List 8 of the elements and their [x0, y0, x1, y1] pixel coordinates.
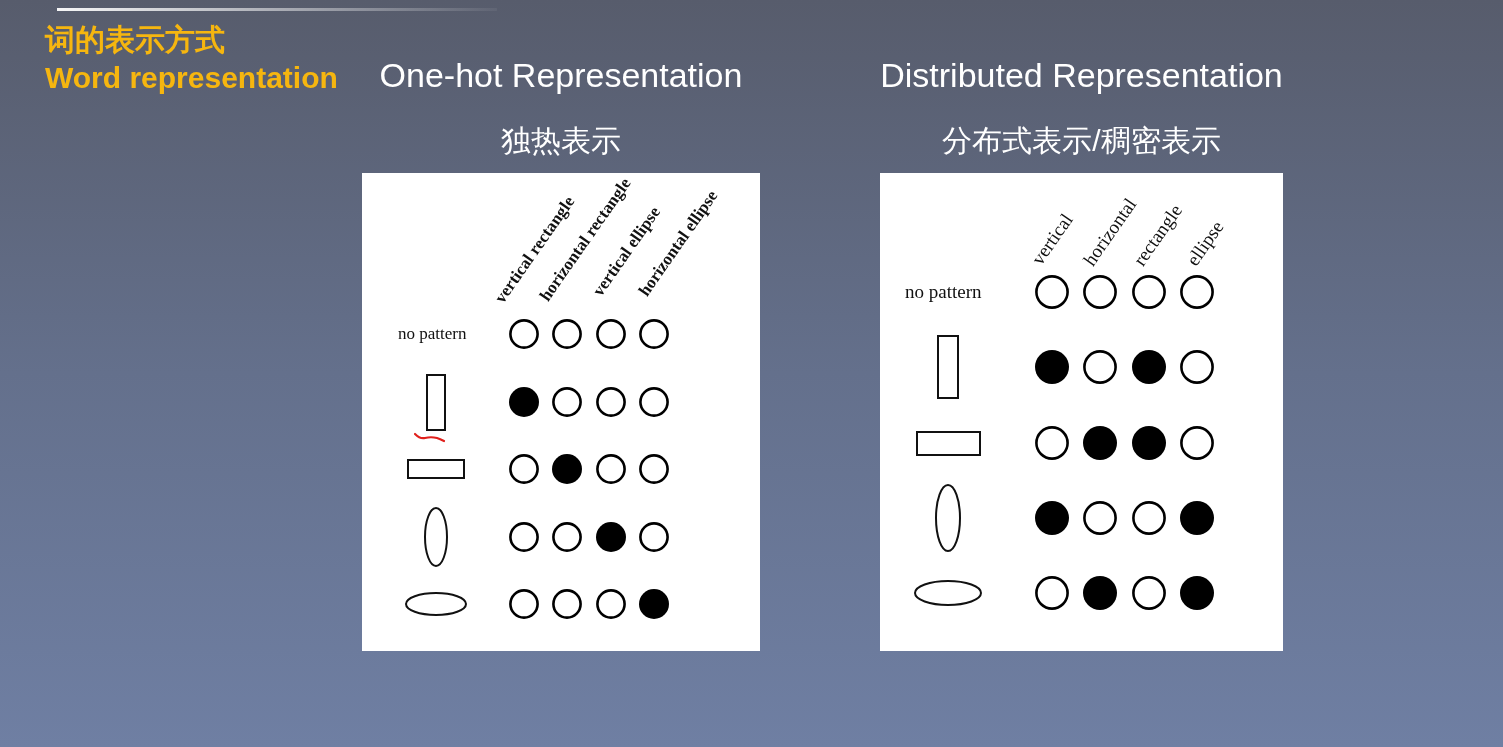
- panel-subheading: 分布式表示/稠密表示: [942, 123, 1221, 158]
- panel-heading: Distributed Representation: [880, 56, 1283, 95]
- row-label: no pattern: [398, 324, 467, 344]
- panel-subheading: 独热表示: [501, 123, 621, 158]
- slide-title: 词的表示方式: [45, 22, 225, 58]
- panel-heading: One-hot Representation: [379, 56, 743, 95]
- row-label: no pattern: [905, 280, 982, 303]
- slide-subtitle: Word representation: [45, 60, 338, 96]
